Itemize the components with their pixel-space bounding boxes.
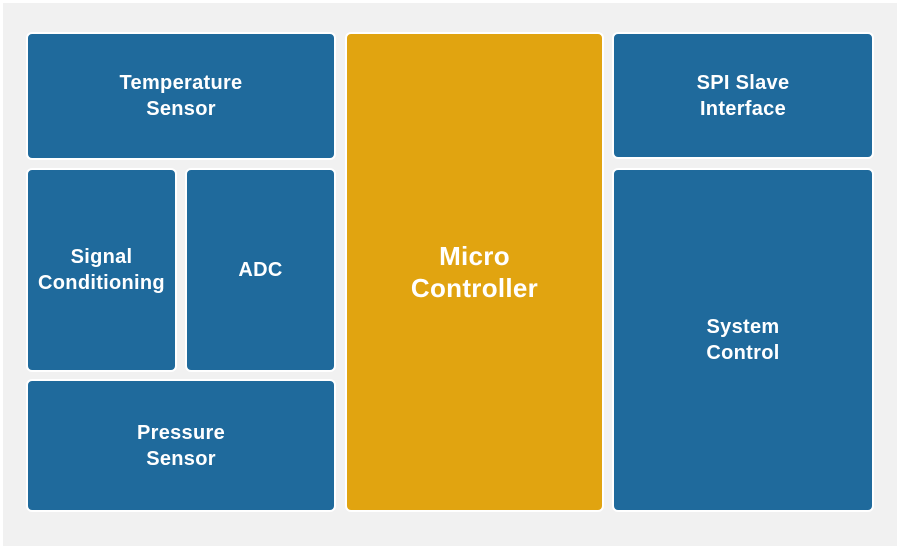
block-pressure-sensor: Pressure Sensor	[26, 379, 336, 512]
pressure-sensor-label: Pressure Sensor	[136, 421, 225, 470]
block-temperature-sensor: Temperature Sensor	[26, 32, 336, 160]
block-signal-conditioning: Signal Conditioning	[26, 168, 177, 372]
adc-label: ADC	[238, 259, 283, 281]
block-adc: ADC	[185, 168, 336, 372]
block-spi-slave-interface: SPI Slave Interface	[612, 32, 874, 159]
micro-controller-label: Micro Controller	[410, 240, 539, 304]
system-control-label: System Control	[706, 316, 780, 364]
block-system-control: System Control	[612, 168, 874, 512]
signal-conditioning-label: Signal Conditioning	[38, 246, 165, 294]
spi-slave-interface-label: SPI Slave Interface	[696, 71, 790, 120]
temperature-sensor-label: Temperature Sensor	[119, 72, 243, 120]
block-micro-controller: Micro Controller	[345, 32, 604, 512]
